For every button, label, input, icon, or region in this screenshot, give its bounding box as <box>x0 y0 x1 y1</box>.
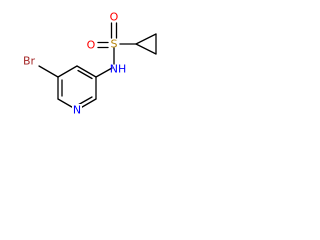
oxygen-left-label: O <box>87 39 96 52</box>
amide-nitrogen-label: NH <box>110 63 127 76</box>
cyclopropyl-bond-1 <box>135 33 157 45</box>
ring-bond-c4-c5 <box>57 65 78 78</box>
bond-c3-nh <box>95 67 113 78</box>
ring-double-bond-c3-c4 <box>77 69 93 80</box>
pyridine-nitrogen-label-bg <box>72 104 82 116</box>
molecule-structure: Br N NH S O O <box>23 11 157 117</box>
oxygen-top-label: O <box>110 11 119 24</box>
sulfur-label: S <box>111 38 118 51</box>
ring-bond-c3-c4 <box>76 65 97 78</box>
cyclopropyl-bond-3 <box>135 43 157 55</box>
pyridine-nitrogen-label: N <box>73 104 81 117</box>
bromine-label: Br <box>23 55 36 68</box>
cyclopropyl-ring <box>135 33 157 55</box>
bond-c5-br <box>38 65 59 78</box>
